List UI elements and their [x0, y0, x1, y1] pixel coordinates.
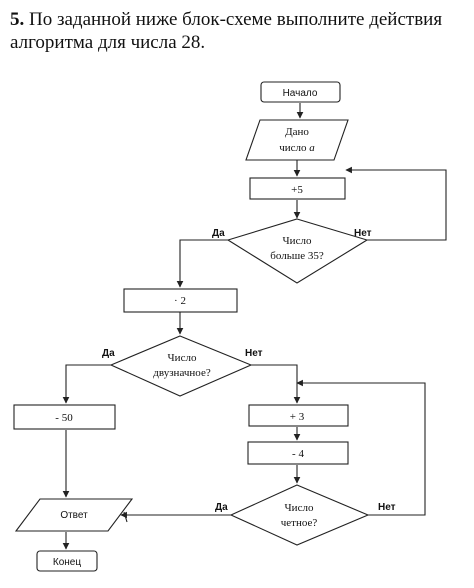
decision-1-yes-label: Да [212, 228, 225, 239]
end-label: Конец [53, 557, 81, 568]
arrow-cond1-no-loop [345, 166, 447, 241]
input-label-1: Дано [285, 126, 309, 138]
process-add5: +5 [249, 177, 346, 200]
decision-1-no-label: Нет [354, 228, 372, 239]
connectors [62, 103, 447, 550]
process-add3-label: + 3 [290, 411, 305, 423]
output-label: Ответ [60, 510, 88, 521]
decision-3-yes-label: Да [215, 502, 228, 513]
task-statement: 5. По заданной ниже блок-схеме выполните… [10, 8, 470, 54]
process-add3: + 3 [248, 404, 349, 427]
start-terminal: Начало [260, 81, 341, 103]
decision-two-digit: Число двузначное? Да Нет [102, 335, 263, 397]
process-sub50-label: - 50 [55, 412, 73, 424]
process-mul2: · 2 [123, 288, 238, 313]
decision-2-line2: двузначное? [153, 367, 211, 379]
task-number: 5. [10, 9, 25, 30]
process-mul2-label: · 2 [174, 295, 186, 307]
decision-3-line2: четное? [281, 517, 318, 529]
task-text: По заданной ниже блок-схеме выполните де… [10, 9, 443, 53]
arrow-cond2-no [251, 364, 301, 404]
decision-greater-35: Число больше 35? Да Нет [212, 218, 372, 284]
tick-mark [123, 511, 128, 523]
process-sub4: - 4 [247, 441, 349, 465]
input-block: Дано число a [245, 119, 349, 161]
arrow-cond3-no-loop [296, 379, 426, 516]
decision-1-line1: Число [283, 235, 312, 247]
end-terminal: Конец [36, 550, 98, 572]
arrow-cond2-yes [62, 364, 111, 404]
decision-2-yes-label: Да [102, 348, 115, 359]
output-block: Ответ [14, 498, 134, 532]
decision-1-line2: больше 35? [270, 250, 324, 262]
start-label: Начало [283, 88, 318, 99]
decision-2-no-label: Нет [245, 348, 263, 359]
decision-2-line1: Число [168, 352, 197, 364]
decision-3-line1: Число [285, 502, 314, 514]
decision-even: Число четное? Да Нет [215, 484, 396, 546]
process-sub4-label: - 4 [292, 448, 304, 460]
input-label-2: число a [279, 142, 315, 154]
process-add5-label: +5 [291, 184, 303, 196]
decision-3-no-label: Нет [378, 502, 396, 513]
process-sub50: - 50 [13, 404, 116, 430]
arrow-cond1-yes [176, 239, 228, 288]
